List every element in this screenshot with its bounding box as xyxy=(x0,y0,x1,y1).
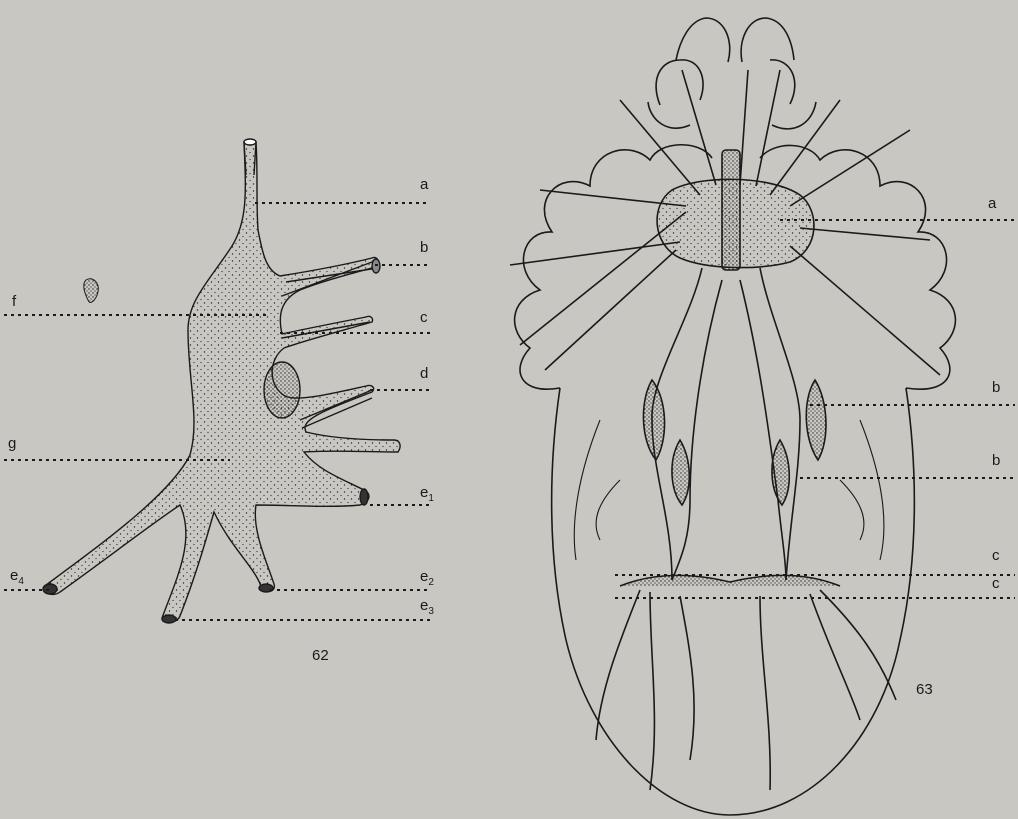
fig62-label-c: c xyxy=(420,309,428,326)
fig63-canal-right xyxy=(760,268,800,580)
fig63-number: 63 xyxy=(916,681,933,698)
fig62-label-e4: e4 xyxy=(10,567,24,587)
fig63-bridge xyxy=(620,575,840,586)
fig62-label-g: g xyxy=(8,435,16,452)
fig62-number: 62 xyxy=(312,647,329,664)
figure-63-labels: a b b c c 63 xyxy=(916,195,1000,698)
fig63-label-b-lower: b xyxy=(992,452,1000,469)
figure-62-drawing xyxy=(43,139,400,623)
fig62-top-opening xyxy=(244,139,256,145)
fig62-arm-e4-tip xyxy=(43,584,57,594)
fig62-label-d: d xyxy=(420,365,428,382)
fig62-speck xyxy=(84,279,98,303)
fig62-label-b: b xyxy=(420,239,428,256)
fig63-gonad-4 xyxy=(772,440,789,505)
fig62-label-a: a xyxy=(420,176,429,193)
fig62-body-outline xyxy=(44,142,400,622)
fig62-label-e3: e3 xyxy=(420,597,434,617)
fig63-manubrium xyxy=(722,150,740,270)
fig63-label-c-upper: c xyxy=(992,547,1000,564)
fig63-gonad-2 xyxy=(806,380,826,460)
fig62-label-e1: e1 xyxy=(420,484,434,504)
fig62-label-f: f xyxy=(12,293,17,310)
fig62-arm-e3-tip xyxy=(162,615,176,623)
fig62-arm-e1-tip xyxy=(360,489,368,505)
fig63-label-c-lower: c xyxy=(992,575,1000,592)
fig63-canal-inner xyxy=(672,280,786,580)
fig62-label-e2: e2 xyxy=(420,568,434,588)
fig63-lappet-left xyxy=(648,18,730,128)
fig63-lower-branches xyxy=(596,590,896,790)
fig63-label-b-upper: b xyxy=(992,379,1000,396)
fig63-side-branches xyxy=(574,420,884,560)
fig63-label-a: a xyxy=(988,195,997,212)
fig63-body-outline xyxy=(552,388,915,815)
fig62-lobe xyxy=(264,362,300,418)
fig63-gonad-1 xyxy=(643,380,664,460)
figure-63-drawing xyxy=(510,18,955,815)
fig63-gonad-3 xyxy=(672,440,689,505)
